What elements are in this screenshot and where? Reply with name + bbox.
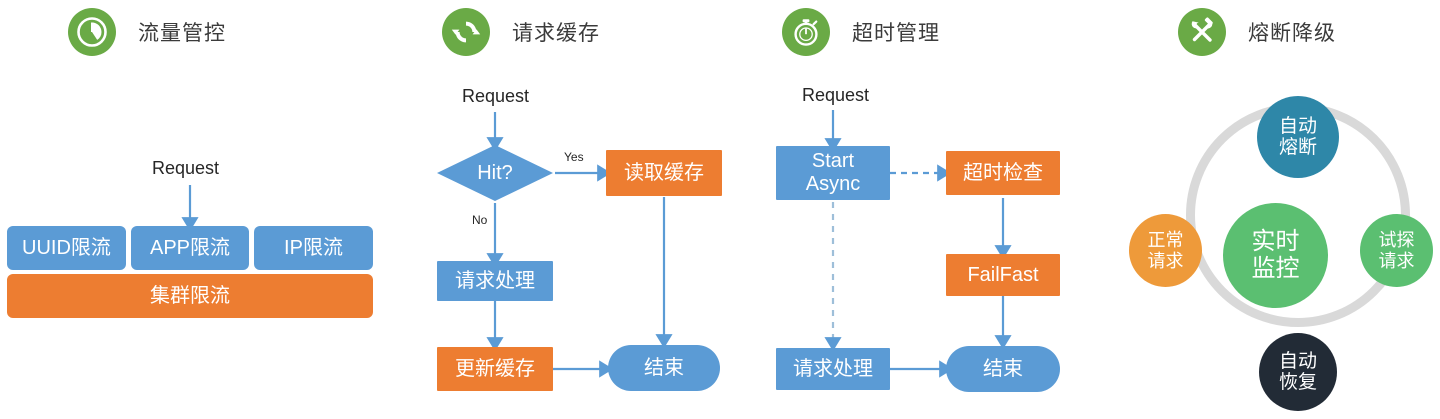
circle-label-line1: 正常	[1147, 230, 1184, 251]
node-label: 超时检查	[963, 161, 1043, 184]
node-end[interactable]: 结束	[608, 345, 720, 391]
circle-probe-request[interactable]: 试探 请求	[1360, 214, 1433, 287]
node-label: 更新缓存	[455, 357, 535, 380]
limit-box-uuid[interactable]: UUID限流	[7, 226, 126, 270]
node-label: FailFast	[967, 263, 1039, 286]
cluster-limit-bar[interactable]: 集群限流	[7, 274, 373, 318]
request-label: Request	[802, 85, 870, 105]
circle-label-line1: 自动	[1278, 350, 1317, 372]
node-label: 结束	[983, 357, 1023, 380]
circle-label-line2: 熔断	[1278, 137, 1317, 158]
limit-box-ip[interactable]: IP限流	[254, 226, 373, 270]
node-process-request[interactable]: 请求处理	[437, 261, 553, 301]
limit-box-app[interactable]: APP限流	[131, 226, 249, 270]
node-timeout-check[interactable]: 超时检查	[946, 151, 1060, 195]
node-label-line1: Start	[811, 150, 855, 172]
circle-label-line1: 试探	[1378, 230, 1415, 251]
request-label: Request	[462, 86, 530, 106]
limit-box-label: UUID限流	[22, 236, 111, 259]
node-label: 请求处理	[793, 357, 873, 380]
panel-timeout-management: 超时管理 Request dashed --> 超时检查 --> dashed …	[760, 0, 1100, 419]
panel-header-timeout-management: 超时管理	[782, 8, 940, 56]
circle-label-line2: 请求	[1378, 250, 1415, 271]
node-label: 读取缓存	[624, 161, 704, 184]
node-end[interactable]: 结束	[946, 346, 1060, 392]
edge-label-no: No	[472, 213, 488, 227]
gauge-pie-icon	[68, 8, 116, 56]
panel-title: 流量管控	[138, 22, 226, 45]
circle-normal-request[interactable]: 正常 请求	[1129, 214, 1202, 287]
panel-title: 熔断降级	[1248, 22, 1336, 45]
stopwatch-icon	[782, 8, 830, 56]
circle-label-line1: 实时	[1251, 227, 1300, 255]
node-process-request[interactable]: 请求处理	[776, 348, 890, 390]
request-label: Request	[152, 158, 220, 178]
circle-realtime-monitor[interactable]: 实时 监控	[1223, 203, 1328, 308]
node-label-line2: Async	[805, 173, 861, 195]
node-update-cache[interactable]: 更新缓存	[437, 347, 553, 391]
edge-label-yes: Yes	[564, 150, 584, 164]
panel-title: 请求缓存	[512, 22, 600, 45]
panel-title: 超时管理	[852, 22, 940, 45]
decision-hit[interactable]: Hit?	[437, 158, 553, 188]
node-fail-fast[interactable]: FailFast	[946, 254, 1060, 296]
node-label: 请求处理	[455, 269, 535, 292]
circle-label-line2: 监控	[1251, 254, 1300, 282]
panel-circuit-breaker: 熔断降级 自动 熔断 正常 请求 实时 监控 试探 请求 自动 恢复	[1100, 0, 1440, 419]
node-start-async[interactable]: Start Async	[776, 146, 890, 200]
circle-auto-recover[interactable]: 自动 恢复	[1259, 333, 1337, 411]
limit-box-label: APP限流	[149, 236, 231, 259]
panel-header-circuit-breaker: 熔断降级	[1178, 8, 1336, 56]
panel-traffic-control: 流量管控 Request UUID限流 APP限流 IP限流 集群限流	[0, 0, 420, 419]
panel-header-traffic-control: 流量管控	[68, 8, 226, 56]
circle-label-line2: 恢复	[1278, 372, 1317, 393]
sync-refresh-icon	[442, 8, 490, 56]
decision-label: Hit?	[477, 161, 513, 184]
node-label: 结束	[644, 356, 684, 379]
circle-label-line1: 自动	[1278, 115, 1317, 137]
cluster-limit-label: 集群限流	[150, 284, 230, 307]
panel-header-request-cache: 请求缓存	[442, 8, 600, 56]
panel-request-cache: 请求缓存 Request Yes No Hit? 读取缓存 请求处理 更新缓	[420, 0, 760, 419]
node-read-cache[interactable]: 读取缓存	[606, 150, 722, 196]
limit-box-label: IP限流	[284, 236, 343, 259]
circle-label-line2: 请求	[1147, 250, 1184, 271]
circle-auto-break[interactable]: 自动 熔断	[1257, 96, 1339, 178]
panel1-arrows	[181, 185, 199, 232]
tools-wrench-hammer-icon	[1178, 8, 1226, 56]
